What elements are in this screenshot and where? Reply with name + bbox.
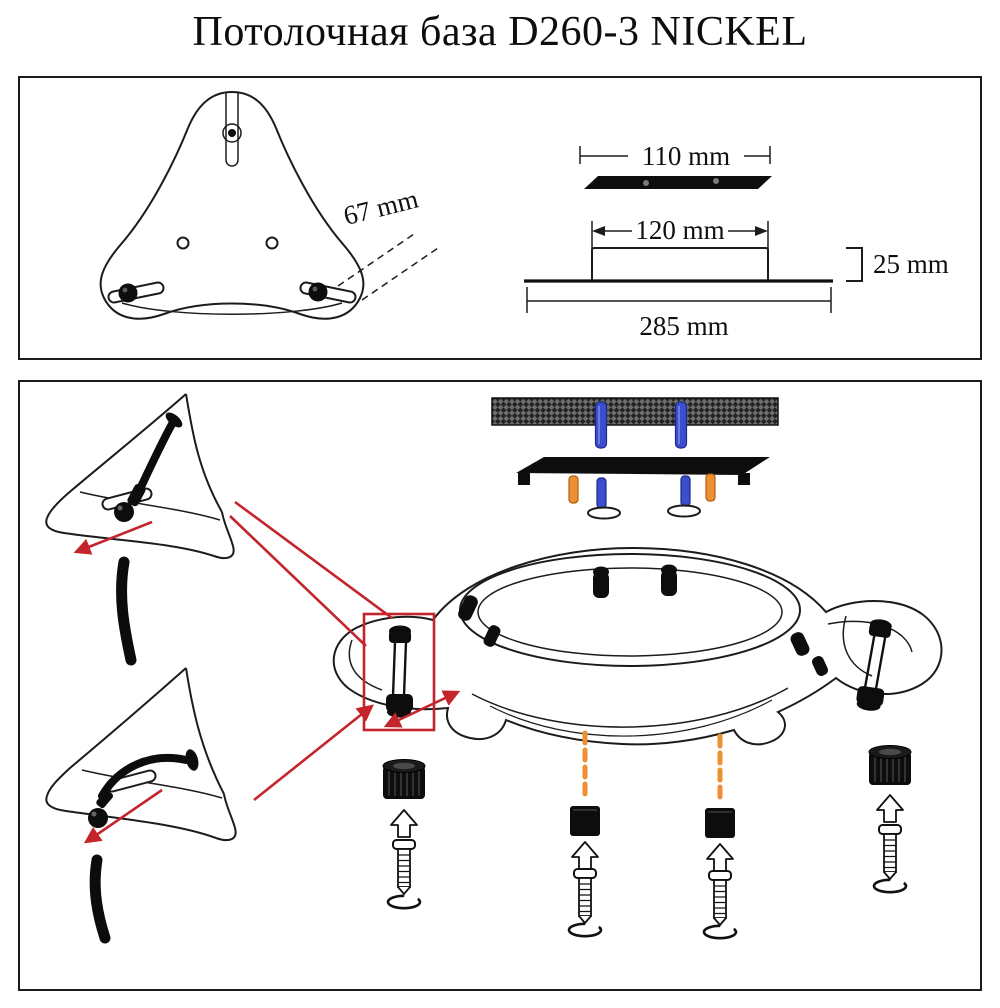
exploded-assembly	[45, 393, 943, 944]
cable-knob	[118, 283, 138, 303]
knurled-nut	[382, 758, 426, 800]
dim-120mm: 120 mm	[591, 215, 769, 250]
trefoil-plate-outline	[99, 90, 365, 320]
assembly-direction-arrow	[876, 794, 904, 823]
slot-bottom-left	[107, 281, 165, 304]
fastener-column-4	[868, 744, 912, 894]
red-annotations	[229, 500, 461, 802]
rim-bolt	[458, 595, 478, 621]
fastener-column-2	[567, 730, 603, 938]
side-profile-drawing: 110 mm 120 mm 25 mm	[524, 141, 949, 341]
cable-ball-end	[114, 502, 134, 522]
dim-67mm: 67 mm	[337, 184, 439, 301]
screw-hole-right	[265, 236, 279, 250]
assembly-direction-arrow	[571, 841, 599, 870]
blue-peg	[680, 475, 691, 507]
fastener-column-3	[702, 733, 738, 940]
dim-285mm: 285 mm	[526, 287, 832, 341]
rim-bolt	[593, 566, 609, 598]
dim-67mm-label: 67 mm	[340, 184, 421, 231]
orange-peg	[568, 475, 579, 504]
rim-bolt	[661, 564, 677, 596]
dim-110mm-label: 110 mm	[642, 141, 730, 171]
screw-hole-left	[176, 236, 190, 250]
standoff-left	[384, 624, 415, 719]
standoff-right	[853, 616, 896, 714]
dim-285mm-label: 285 mm	[639, 311, 728, 341]
base-opening-outer	[459, 553, 801, 667]
bar-washer-left	[587, 506, 621, 520]
dimensions-box-border	[18, 76, 982, 360]
machine-screw	[708, 870, 732, 926]
base-opening-inner	[477, 567, 783, 657]
detail-cable-insert-top	[45, 393, 235, 666]
lock-washer	[702, 924, 738, 940]
slide-direction-arrow	[383, 690, 461, 728]
fastener-column-1	[382, 758, 426, 910]
highlight-rect	[362, 612, 436, 732]
insert-direction-arrow	[73, 520, 153, 555]
base-plate-outline	[332, 546, 943, 746]
rim-bolt	[483, 625, 501, 647]
assembly-direction-arrow	[706, 843, 734, 872]
rim-bolt	[811, 656, 829, 676]
page-title: Потолочная база D260-3 NICKEL	[192, 9, 808, 55]
blue-screw-left	[594, 401, 608, 449]
top-key-slot	[222, 93, 242, 167]
dim-25mm: 25 mm	[846, 247, 949, 282]
knurled-nut	[868, 744, 912, 786]
dim-25mm-label: 25 mm	[873, 249, 949, 279]
suspension-cable	[98, 753, 190, 800]
assembly-box-border	[18, 380, 982, 991]
blue-peg	[596, 477, 607, 509]
mounting-bar	[516, 457, 770, 520]
cable-knob	[308, 282, 328, 302]
machine-screw	[878, 824, 902, 880]
rim-bolt	[790, 632, 810, 656]
suspension-cable	[136, 420, 176, 493]
base-plate	[332, 546, 943, 746]
square-nut	[705, 808, 735, 838]
lock-washer	[872, 878, 908, 894]
lock-washer	[567, 922, 603, 938]
plate-bottom-rim	[121, 302, 343, 315]
slide-direction-arrow	[83, 788, 163, 844]
callout-line	[229, 515, 367, 647]
orange-peg	[705, 473, 716, 502]
blue-screw-right	[674, 401, 688, 449]
canopy-cup-profile	[591, 247, 769, 282]
dim-110mm: 110 mm	[579, 141, 771, 171]
assembly-direction-arrow	[390, 809, 418, 838]
callout-line	[234, 500, 393, 620]
bar-washer-right	[667, 504, 701, 518]
cable-ball-end	[88, 808, 108, 828]
mounting-bar-profile	[584, 176, 772, 189]
machine-screw	[392, 839, 416, 895]
machine-screw	[573, 868, 597, 924]
square-nut	[570, 806, 600, 836]
slot-bottom-right	[299, 281, 357, 304]
callout-arrow	[253, 704, 374, 802]
cable-sleeve	[89, 854, 111, 944]
detail-cable-insert-bottom	[45, 667, 237, 944]
lock-washer	[386, 894, 422, 910]
cable-sleeve	[116, 556, 137, 666]
dim-120mm-label: 120 mm	[635, 215, 724, 245]
ceiling-strip	[491, 397, 779, 449]
top-view-drawing: 67 mm	[99, 90, 439, 320]
